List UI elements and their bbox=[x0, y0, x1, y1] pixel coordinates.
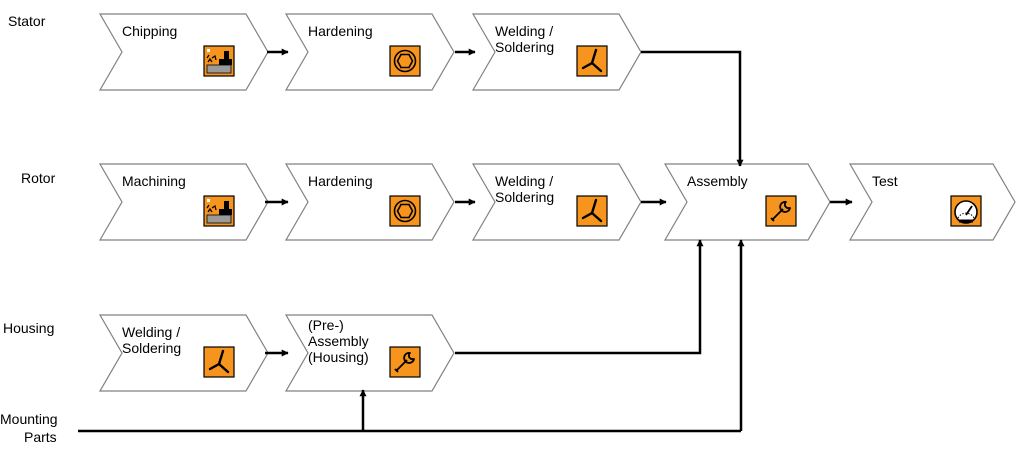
step-housing-2: (Pre-)Assembly(Housing) bbox=[284, 314, 455, 392]
row-label-housing: Housing bbox=[3, 320, 54, 336]
step-label: Soldering bbox=[122, 340, 181, 356]
step-housing-1: Welding /Soldering bbox=[98, 314, 269, 392]
step-label: Welding / bbox=[122, 324, 180, 340]
step-label: Soldering bbox=[495, 39, 554, 55]
welding-icon bbox=[203, 346, 235, 378]
hardening-icon bbox=[389, 195, 421, 227]
step-rotor-3: Welding /Soldering bbox=[471, 163, 642, 241]
arrow-stator-to-assembly bbox=[641, 50, 744, 167]
step-label: Hardening bbox=[308, 23, 373, 39]
row-label-mounting-line2: Parts bbox=[24, 429, 57, 445]
row-label-stator: Stator bbox=[8, 13, 46, 29]
step-rotor-1: Machining bbox=[98, 163, 269, 241]
welding-icon bbox=[576, 45, 608, 77]
chipping-icon bbox=[203, 195, 235, 227]
step-label: Test bbox=[872, 173, 898, 189]
step-label: Welding / bbox=[495, 173, 553, 189]
step-label: Assembly bbox=[687, 173, 748, 189]
gauge-icon bbox=[950, 195, 982, 227]
step-label: Hardening bbox=[308, 173, 373, 189]
step-label: (Pre-) bbox=[308, 317, 344, 333]
flow-connectors bbox=[78, 48, 853, 433]
welding-icon bbox=[576, 195, 608, 227]
step-rotor-5: Test bbox=[848, 163, 1016, 241]
chipping-icon bbox=[203, 45, 235, 77]
step-label: Chipping bbox=[122, 23, 177, 39]
step-stator-3: Welding /Soldering bbox=[471, 13, 642, 91]
step-label: Machining bbox=[122, 173, 186, 189]
step-label: Assembly bbox=[308, 333, 369, 349]
step-rotor-4: Assembly bbox=[663, 163, 831, 241]
row-label-mounting-line1: Mounting bbox=[0, 411, 58, 427]
step-label: (Housing) bbox=[308, 349, 369, 365]
row-label-rotor: Rotor bbox=[21, 170, 56, 186]
wrench-icon bbox=[765, 195, 797, 227]
step-label: Soldering bbox=[495, 189, 554, 205]
wrench-icon bbox=[389, 346, 421, 378]
step-rotor-2: Hardening bbox=[284, 163, 455, 241]
step-label: Welding / bbox=[495, 23, 553, 39]
arrow-housing-to-assembly bbox=[455, 239, 704, 355]
step-stator-1: Chipping bbox=[98, 13, 269, 91]
step-stator-2: Hardening bbox=[284, 13, 455, 91]
hardening-icon bbox=[389, 45, 421, 77]
